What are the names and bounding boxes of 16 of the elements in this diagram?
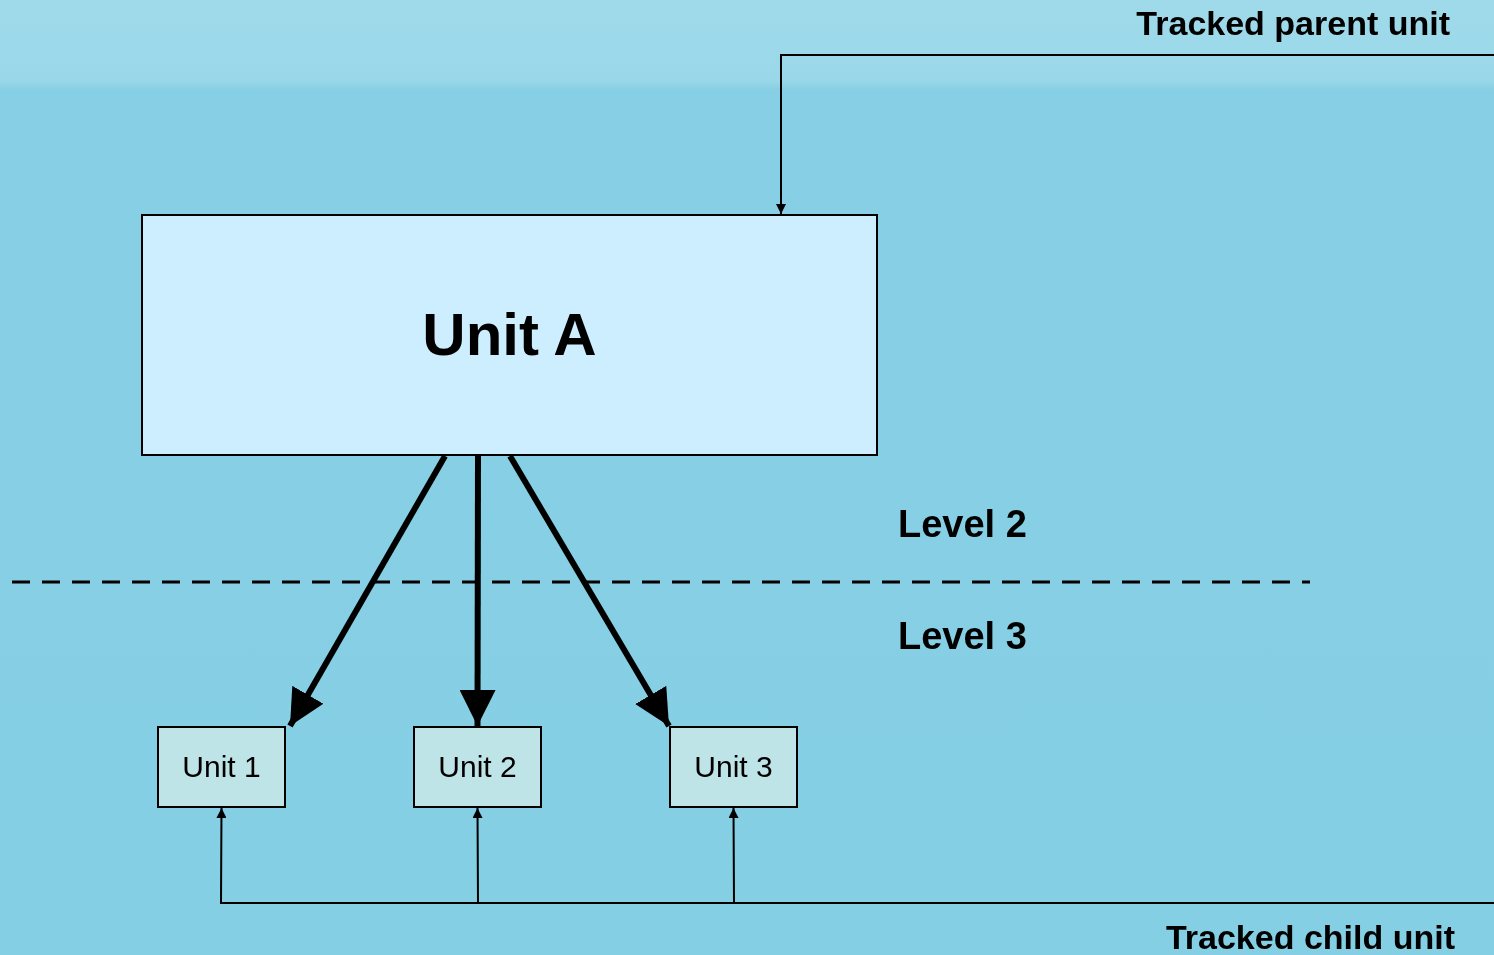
unit-box <box>141 214 878 456</box>
arrow <box>287 454 448 728</box>
unit-box <box>669 726 798 808</box>
arrow <box>776 54 1494 215</box>
unit-label: Unit A <box>422 305 597 365</box>
arrow <box>459 456 496 726</box>
level-label: Level 3 <box>898 617 1027 655</box>
tracked-unit-label: Tracked parent unit <box>1136 6 1450 40</box>
unit-label: Unit 2 <box>438 752 517 782</box>
tracked-unit-label: Tracked child unit <box>1165 920 1455 954</box>
unit-box <box>413 726 542 808</box>
level-label: Level 2 <box>898 505 1027 543</box>
unit-label: Unit 3 <box>694 752 773 782</box>
unit-label: Unit 1 <box>182 752 261 782</box>
unit-box <box>157 726 286 808</box>
arrow <box>507 454 672 728</box>
